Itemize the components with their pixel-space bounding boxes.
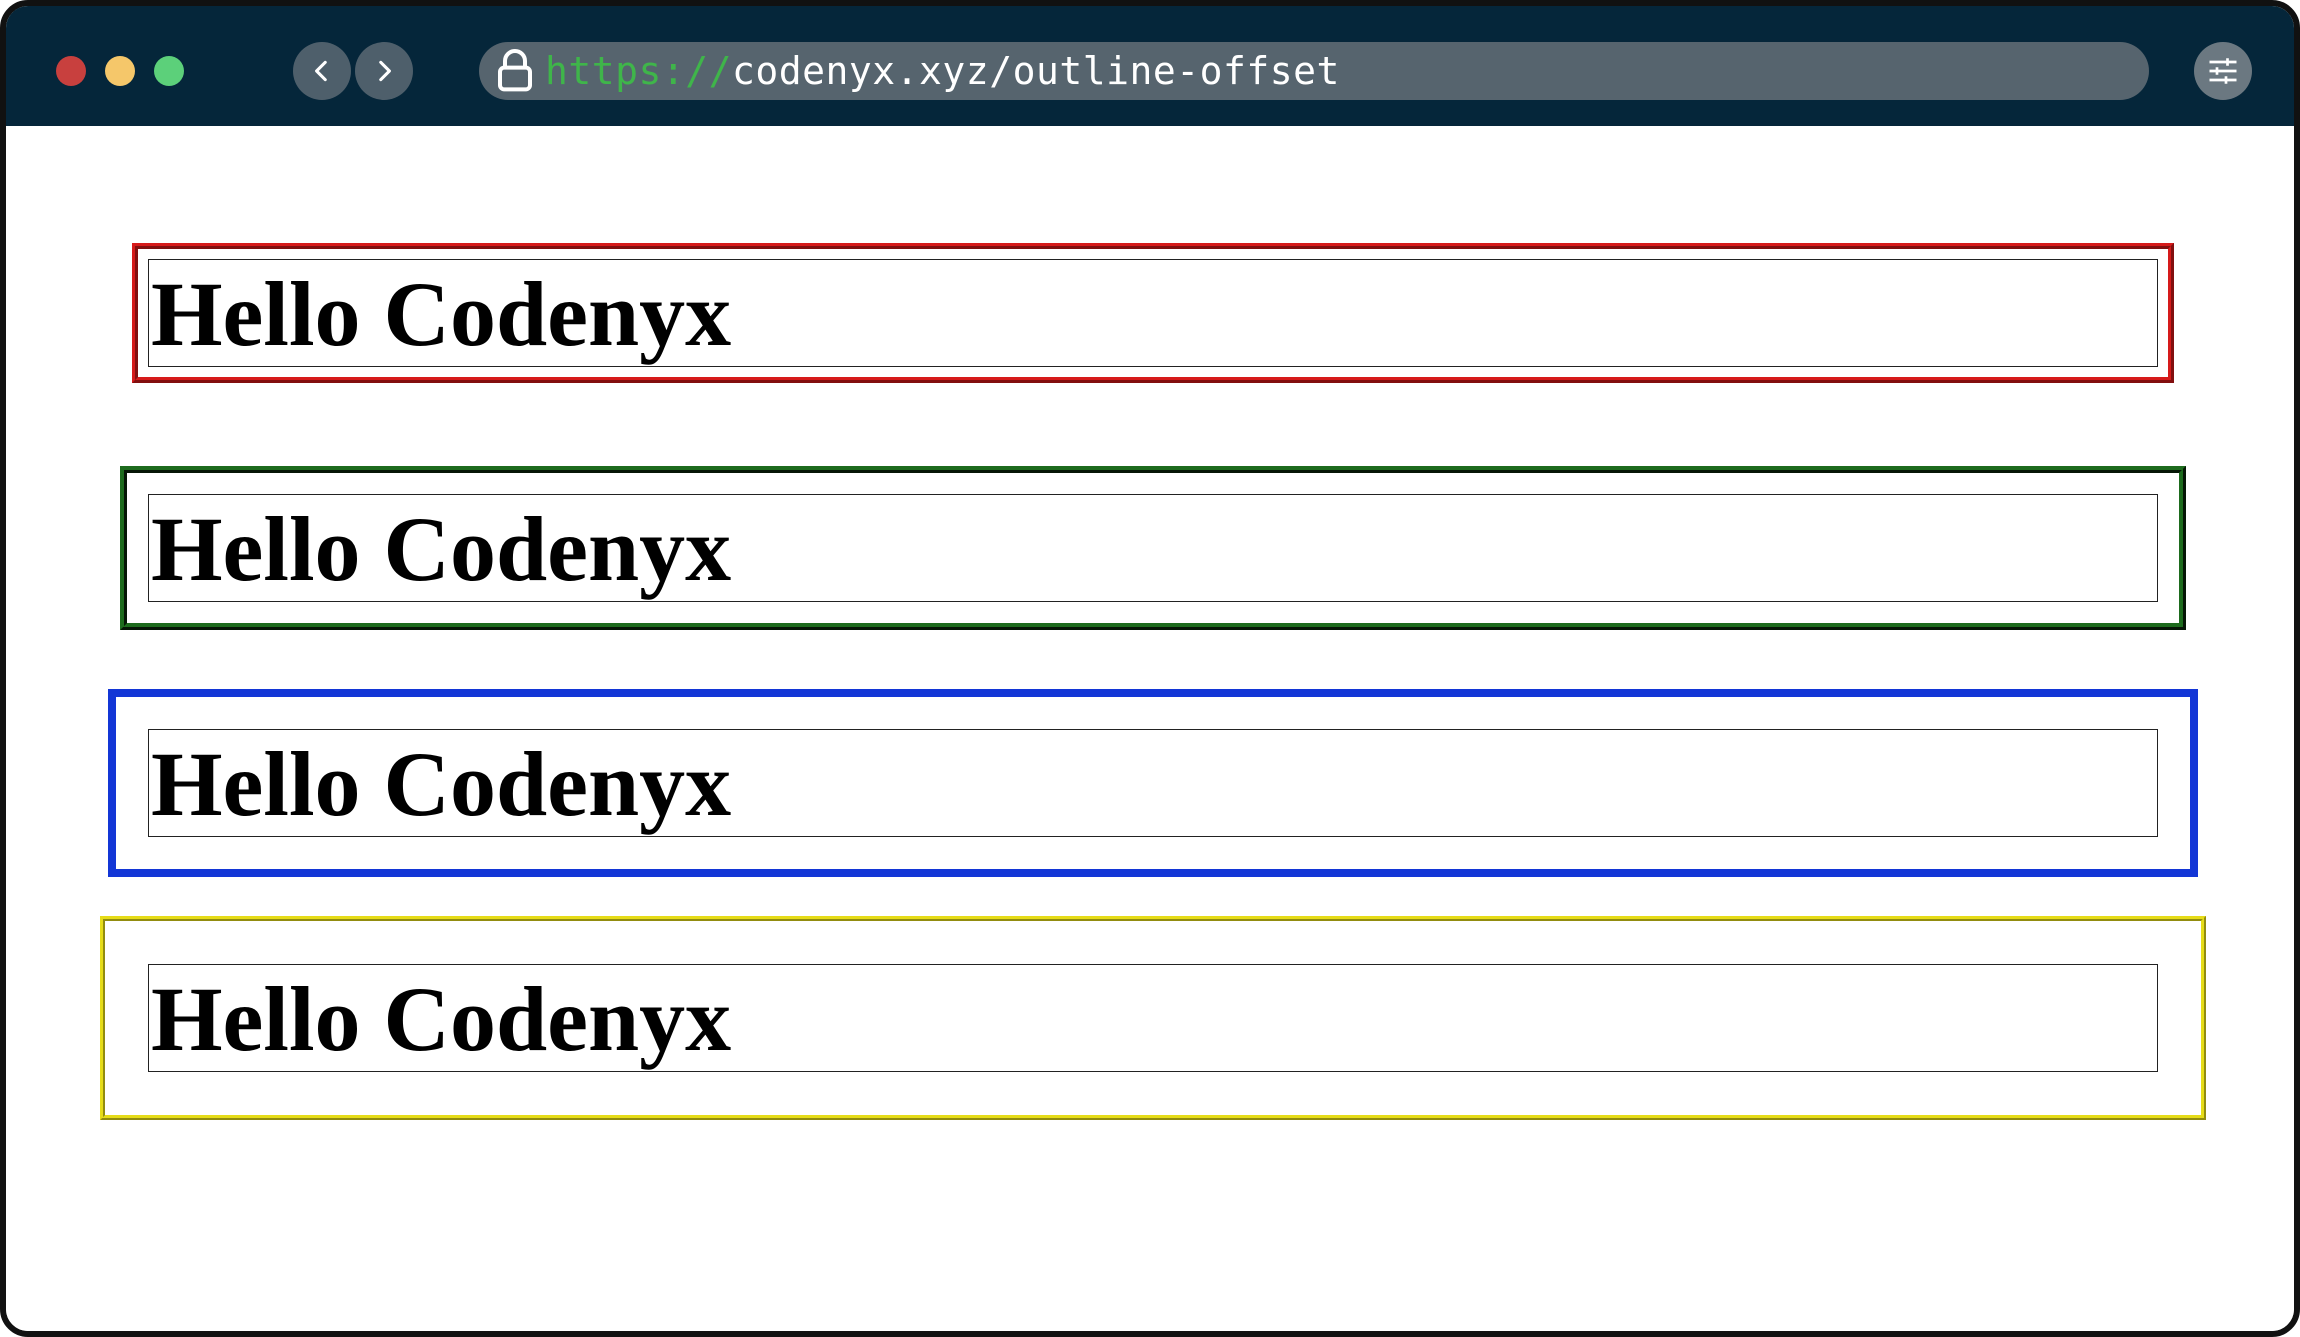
url-scheme: https:// — [545, 49, 733, 93]
close-window-button[interactable] — [56, 56, 86, 86]
outline-demo-box-yellow: Hello Codenyx — [100, 916, 2206, 1120]
outline-demo-box-blue: Hello Codenyx — [108, 689, 2198, 877]
address-bar[interactable]: https://codenyx.xyz/outline-offset — [479, 42, 2149, 100]
chevron-right-icon — [379, 60, 391, 82]
lock-icon — [498, 49, 532, 92]
forward-button[interactable] — [355, 42, 413, 100]
url-text: https://codenyx.xyz/outline-offset — [545, 49, 1340, 93]
page-content: Hello Codenyx Hello Codenyx Hello Codeny… — [6, 126, 2294, 1331]
settings-menu-button[interactable] — [2194, 42, 2252, 100]
back-button[interactable] — [293, 42, 351, 100]
sliders-icon — [2209, 58, 2237, 84]
maximize-window-button[interactable] — [154, 56, 184, 86]
url-path: codenyx.xyz/outline-offset — [732, 49, 1340, 93]
chevron-left-icon — [315, 60, 327, 82]
outline-demo-box-red: Hello Codenyx — [132, 243, 2174, 383]
browser-titlebar: https://codenyx.xyz/outline-offset — [6, 6, 2294, 126]
minimize-window-button[interactable] — [105, 56, 135, 86]
outline-demo-box-green: Hello Codenyx — [120, 466, 2186, 630]
